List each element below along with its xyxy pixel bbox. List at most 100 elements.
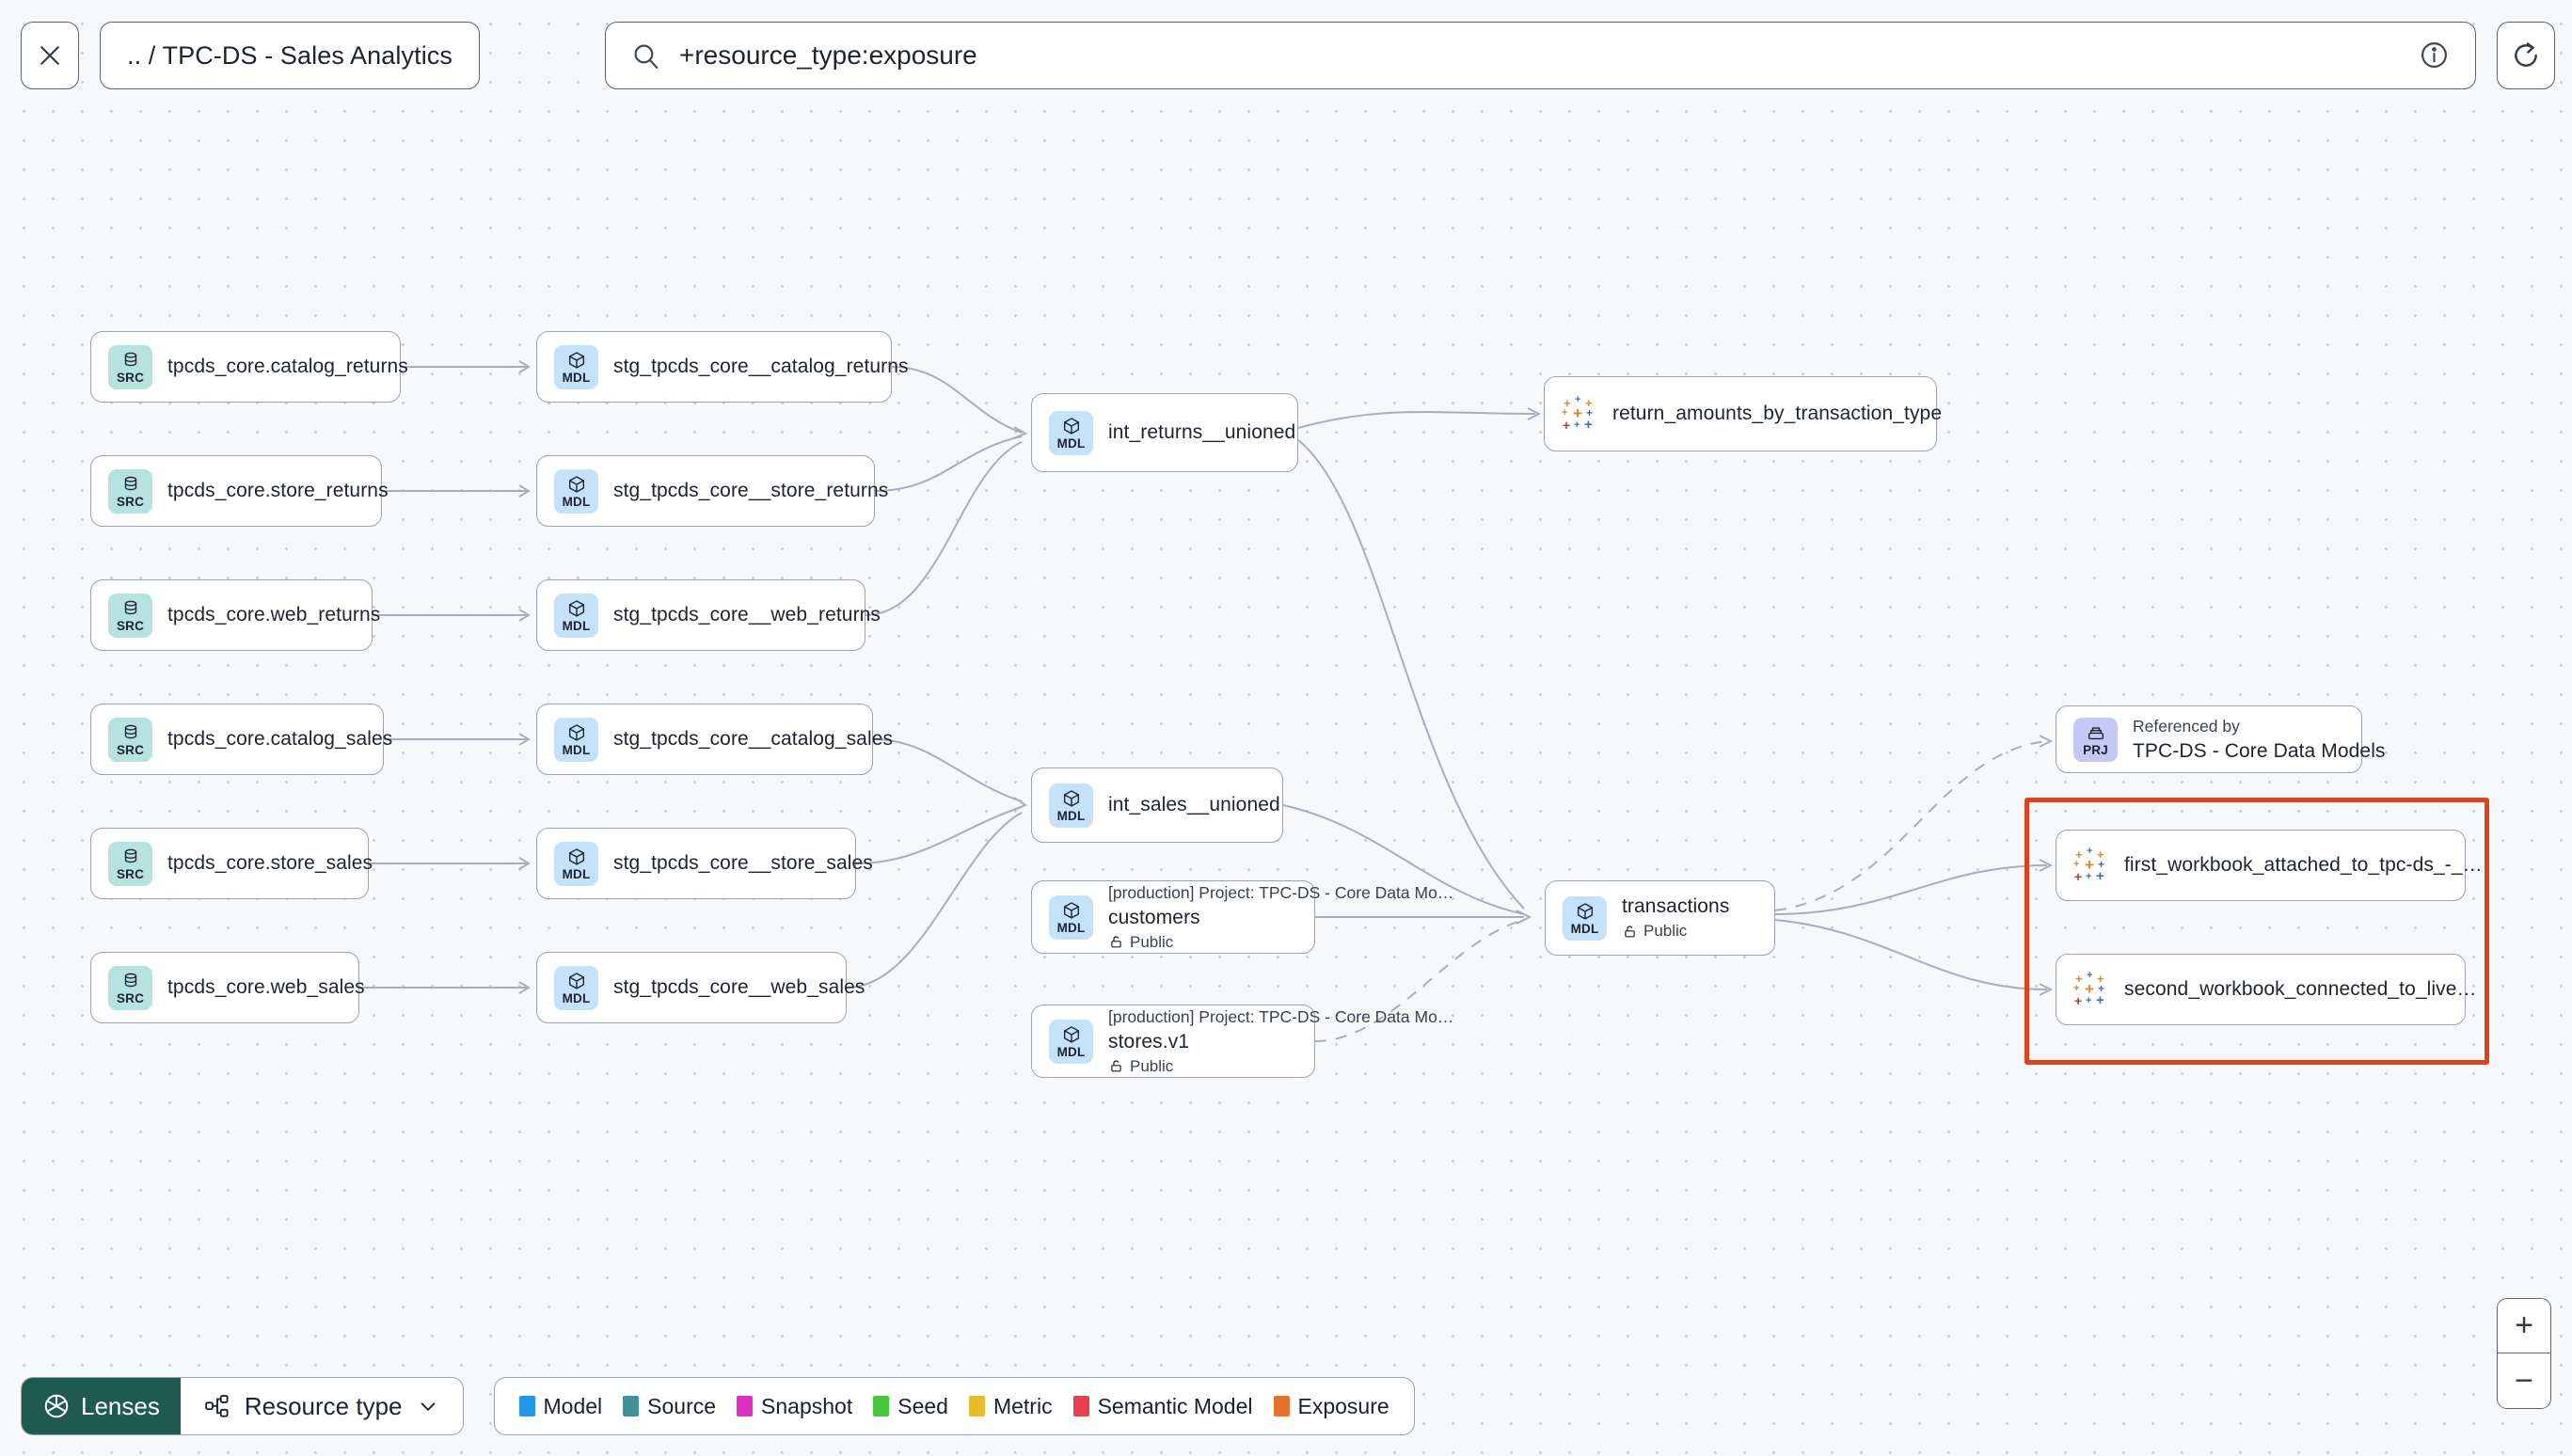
node-body: first_workbook_attached_to_tpc-ds_-_… [2124,854,2483,877]
graph-node-customers[interactable]: MDL [production] Project: TPC-DS - Core D… [1031,880,1453,954]
node-label: tpcds_core.web_sales [167,976,365,998]
search-bar[interactable] [605,22,2476,89]
node-body: tpcds_core.web_returns [167,604,380,626]
legend-item-snapshot[interactable]: Snapshot [737,1394,852,1419]
node-subtitle: [production] Project: TPC-DS - Core Data… [1108,882,1454,902]
hierarchy-icon [205,1395,229,1417]
node-label: stg_tpcds_core__store_returns [613,480,889,501]
exposure-tableau-icon: +++++++++ [1562,394,1594,433]
node-body: stg_tpcds_core__catalog_returns [613,356,909,378]
legend-label: Semantic Model [1097,1393,1253,1418]
legend-item-seed[interactable]: Seed [873,1394,948,1419]
legend-item-metric[interactable]: Metric [968,1393,1053,1419]
graph-node-stores_v1[interactable]: MDL[production] Project: TPC-DS - Core D… [1031,1005,1453,1078]
graph-node-first_workbook[interactable]: +++++++++ first_workbook_attached_to_tpc-… [2056,830,2483,901]
node-visibility: Public [1108,933,1453,952]
lens-group: Lenses Resource type [21,1377,464,1435]
badge-abbr: SRC [116,370,145,385]
exposure-tableau-icon: +++++++++ [2073,846,2105,884]
node-visibility: Public [1108,1057,1453,1076]
mdl-badge-icon: MDL [1049,783,1093,828]
node-body: stg_tpcds_core__web_sales [613,976,865,999]
legend-swatch [1273,1396,1290,1416]
node-label: tpcds_core.catalog_sales [167,728,393,750]
graph-node-stg_catalog_sales[interactable]: MDL stg_tpcds_core__catalog_sales [536,704,893,775]
node-label: stg_tpcds_core__web_sales [613,976,865,998]
lock-open-icon [1111,1060,1121,1072]
mdl-badge-icon: MDL [1049,410,1093,455]
node-body: tpcds_core.catalog_sales [167,728,392,751]
mdl-badge-icon: MDL [554,468,598,514]
graph-node-src_web_sales[interactable]: SRC tpcds_core.web_sales [90,952,365,1023]
badge-abbr: SRC [116,990,145,1005]
graph-node-src_web_returns[interactable]: SRC tpcds_core.web_returns [90,579,380,651]
chevron-down-icon [421,1402,435,1412]
node-label: customers [1108,906,1200,928]
node-label: tpcds_core.store_returns [167,480,389,501]
legend-item-model[interactable]: Model [518,1394,602,1419]
zoom-in-button[interactable]: + [2498,1299,2550,1353]
mdl-badge-icon: MDL [1563,895,1607,941]
legend-item-semantic-model[interactable]: Semantic Model [1072,1393,1253,1419]
graph-node-stg_store_returns[interactable]: MDL stg_tpcds_core__store_returns [536,455,888,527]
legend-item-exposure[interactable]: Exposure [1273,1394,1389,1419]
graph-node-stg_web_sales[interactable]: MDL stg_tpcds_core__web_sales [536,952,865,1023]
node-label: second_workbook_connected_to_live… [2124,978,2477,1000]
lenses-button[interactable]: Lenses [22,1378,181,1434]
badge-abbr: MDL [1056,435,1086,451]
badge-abbr: MDL [562,990,591,1005]
graph-node-return_amounts[interactable]: +++++++++ return_amounts_by_transaction_t… [1544,376,1942,451]
legend-swatch [518,1396,535,1416]
search-input[interactable] [679,40,2419,71]
legend-label: Metric [992,1393,1053,1418]
legend: Model Source Snapshot Seed Metric Semantic Mo… [493,1377,1415,1435]
graph-node-src_store_returns[interactable]: SRC tpcds_core.store_returns [90,455,389,527]
badge-abbr: MDL [1570,921,1599,936]
legend-item-source[interactable]: Source [623,1394,716,1419]
src-badge-icon: SRC [108,593,152,638]
node-body: second_workbook_connected_to_live… [2124,978,2477,1001]
node-visibility-label: Public [1130,1056,1174,1075]
zoom-in-icon: + [2515,1307,2533,1343]
node-label: transactions [1622,895,1730,917]
refresh-button[interactable] [2497,22,2555,89]
badge-abbr: MDL [1056,808,1086,823]
graph-node-stg_catalog_returns[interactable]: MDL stg_tpcds_core__catalog_returns [536,331,909,403]
aperture-icon [44,1394,69,1418]
mdl-badge-icon: MDL [554,717,598,762]
breadcrumb[interactable]: .. / TPC-DS - Sales Analytics [99,22,480,89]
node-label: tpcds_core.web_returns [167,604,381,625]
mdl-badge-icon: MDL [554,344,598,389]
legend-swatch [737,1396,754,1416]
node-body: return_amounts_by_transaction_type [1612,403,1942,425]
resource-type-dropdown[interactable]: Resource type [180,1378,463,1434]
badge-abbr: MDL [1056,920,1086,935]
info-icon[interactable] [2419,40,2451,71]
legend-swatch [623,1396,640,1416]
node-subtitle: [production] Project: TPC-DS - Core Data… [1108,1006,1454,1026]
node-visibility-label: Public [1643,922,1688,940]
refresh-icon [2515,42,2537,67]
zoom-controls: + − [2497,1298,2551,1409]
src-badge-icon: SRC [108,468,152,514]
close-button[interactable] [21,22,79,89]
src-badge-icon: SRC [108,344,152,389]
prj-badge-icon: PRJ [2073,717,2118,762]
zoom-out-button[interactable]: − [2498,1353,2550,1408]
node-label: stg_tpcds_core__catalog_returns [613,356,909,377]
node-body: stg_tpcds_core__catalog_sales [613,728,893,751]
badge-abbr: SRC [116,618,145,633]
exposure-tableau-icon: +++++++++ [2073,970,2105,1008]
node-label: stg_tpcds_core__store_sales [613,852,873,874]
graph-node-second_workbook[interactable]: +++++++++ second_workbook_connected_to_li… [2056,954,2477,1025]
